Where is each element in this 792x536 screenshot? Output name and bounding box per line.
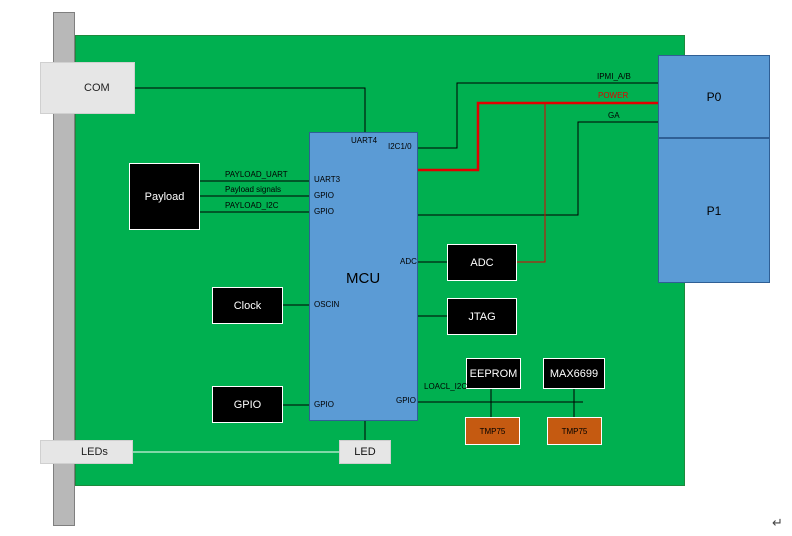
eeprom-block: EEPROM xyxy=(466,358,521,389)
mcu-block: MCU xyxy=(309,132,418,421)
payload-label: Payload xyxy=(144,190,185,203)
pin-gpio-2: GPIO xyxy=(314,207,335,216)
signal-local-i2c: LOACL_I2C xyxy=(424,382,468,391)
clock-block: Clock xyxy=(212,287,283,324)
p0-connector: P0 xyxy=(658,55,770,138)
pin-uart4: UART4 xyxy=(351,136,378,145)
led-block: LED xyxy=(339,440,391,464)
pin-gpio-right: GPIO xyxy=(396,396,417,405)
mcu-label: MCU xyxy=(346,270,381,287)
end-mark: ↵ xyxy=(772,515,783,530)
gpio-block: GPIO xyxy=(212,386,283,423)
pin-gpio-left: GPIO xyxy=(314,400,335,409)
tmp75-sensor-b: TMP75 xyxy=(547,417,602,445)
led-label: LED xyxy=(354,446,376,458)
signal-payload-i2c: PAYLOAD_I2C xyxy=(225,201,279,210)
p0-label: P0 xyxy=(706,89,722,104)
com-connector-face: COM xyxy=(75,62,135,114)
tmp75-sensor-a: TMP75 xyxy=(465,417,520,445)
signal-payload-signals: Payload signals xyxy=(225,185,282,194)
wire-com-uart4 xyxy=(135,87,366,132)
leds-text: LEDs xyxy=(81,446,108,458)
wire-ipmi xyxy=(418,82,658,149)
adc-block: ADC xyxy=(447,244,517,281)
p1-label: P1 xyxy=(706,203,722,218)
tmp75-b-label: TMP75 xyxy=(561,426,588,436)
wire-ga xyxy=(418,121,658,216)
front-panel xyxy=(53,12,75,526)
pin-uart3: UART3 xyxy=(314,175,341,184)
pin-i2c1-0: I2C1/0 xyxy=(388,142,412,151)
pin-oscin: OSCIN xyxy=(314,300,340,309)
wire-power-adc xyxy=(517,103,546,263)
payload-block: Payload xyxy=(129,163,200,230)
signal-power: POWER xyxy=(598,91,629,100)
gpio-label: GPIO xyxy=(233,398,262,411)
signal-payload-uart: PAYLOAD_UART xyxy=(225,170,288,179)
com-text: COM xyxy=(84,82,110,94)
signal-ga: GA xyxy=(608,111,620,120)
pin-adc: ADC xyxy=(400,257,417,266)
clock-label: Clock xyxy=(233,299,262,312)
tmp75-a-label: TMP75 xyxy=(479,426,506,436)
jtag-block: JTAG xyxy=(447,298,517,335)
p1-connector: P1 xyxy=(658,138,770,283)
pin-gpio-1: GPIO xyxy=(314,191,335,200)
max6699-block: MAX6699 xyxy=(543,358,605,389)
eeprom-label: EEPROM xyxy=(469,367,518,380)
leds-face: LEDs xyxy=(75,440,133,464)
signal-ipmi: IPMI_A/B xyxy=(597,72,631,81)
max6699-label: MAX6699 xyxy=(549,367,599,380)
adc-label: ADC xyxy=(470,256,494,269)
jtag-label: JTAG xyxy=(468,310,496,323)
wire-power-main xyxy=(418,101,658,172)
